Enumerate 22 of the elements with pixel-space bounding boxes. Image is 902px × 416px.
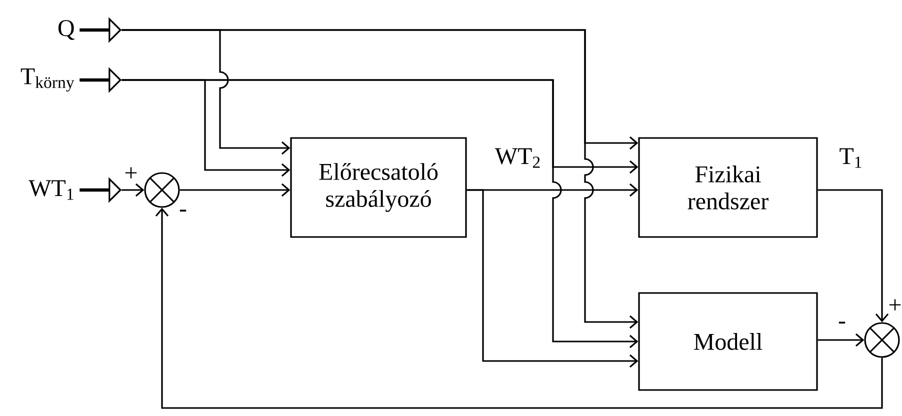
signal-label: T$_{körny}$ xyxy=(20,68,74,92)
arrow xyxy=(155,208,883,409)
signal-label: T$_{1}$ xyxy=(838,147,864,169)
sign-label: + xyxy=(125,167,137,178)
process-box: Modell xyxy=(638,292,818,391)
signal-label: WT$_{2}$ xyxy=(494,147,542,169)
process-box: Fizikai rendszer xyxy=(638,137,818,238)
arrow xyxy=(122,29,638,329)
arrow xyxy=(818,333,864,347)
summing-junction xyxy=(144,172,180,208)
signal-label: Q xyxy=(58,20,74,40)
arrow xyxy=(122,79,638,348)
signal-label: WT$_{1}$ xyxy=(28,180,74,200)
arrow xyxy=(180,183,290,197)
sign-label: + xyxy=(889,299,901,310)
arrow xyxy=(122,183,144,197)
arrow xyxy=(818,189,889,322)
arrow xyxy=(466,189,638,368)
sign-label: - xyxy=(180,210,186,212)
process-box: Előrecsatoló szabályozó xyxy=(290,137,467,238)
sign-label: - xyxy=(838,322,846,324)
summing-junction xyxy=(864,322,900,358)
